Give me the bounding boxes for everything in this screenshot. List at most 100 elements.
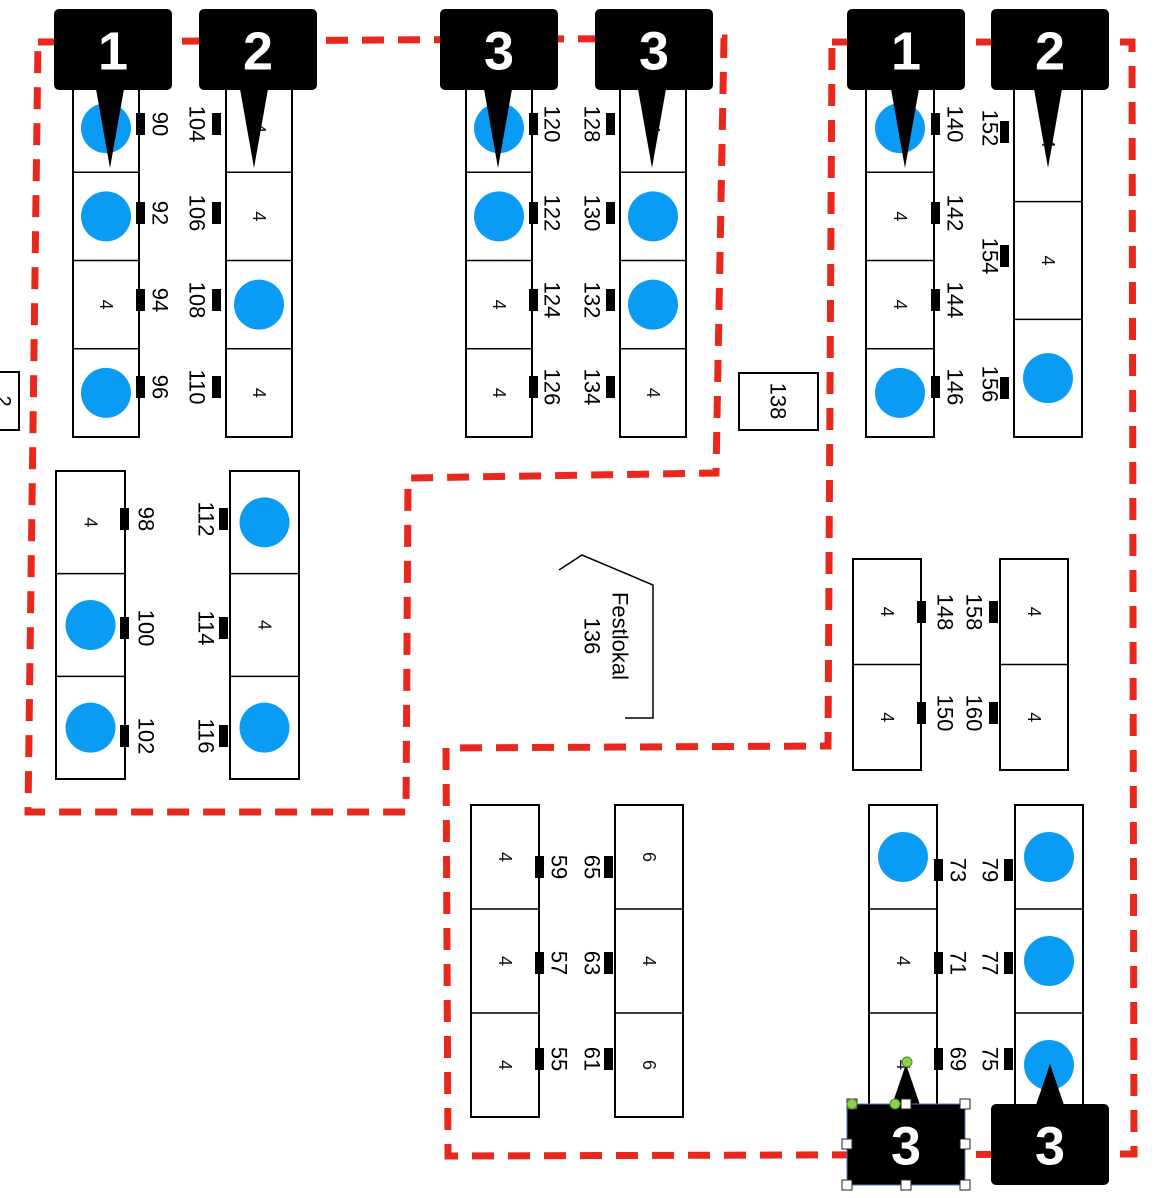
booth-number-label: 156 (978, 366, 1003, 403)
callout-badge: 3 (991, 1064, 1109, 1185)
booth-block: 4 (72, 83, 140, 438)
plan-extras: 1382Festlokal136 (0, 371, 819, 719)
booth-capacity-label: 4 (249, 388, 269, 398)
booth-number-label: 96 (148, 375, 173, 399)
booth-dot (81, 191, 131, 242)
callout-badge-pointer (1034, 89, 1062, 168)
booth-number-label: 152 (978, 110, 1003, 147)
booth-connector-tab (535, 856, 544, 878)
booth-number-label: 71 (946, 951, 971, 975)
callout-badge-number: 3 (891, 1117, 921, 1177)
standalone-booth-edge (0, 371, 20, 431)
booth-capacity-label: 4 (495, 956, 515, 966)
booth-connector-tab (989, 702, 998, 724)
callout-badge-box (199, 9, 317, 90)
booth-connector-tab (212, 289, 221, 311)
booth-dot (1024, 832, 1074, 882)
booth-number-label: 130 (580, 195, 605, 232)
booth-number-label: 132 (580, 282, 605, 319)
booth-capacity-label: 4 (639, 956, 659, 966)
booth-number-label: 144 (943, 282, 968, 319)
booth-capacity-label: 4 (495, 852, 515, 862)
booth-connector-tab (1000, 245, 1009, 267)
callout-badge: 3 (595, 9, 713, 168)
booth-number-label: 63 (580, 951, 605, 975)
booth-number-label: 65 (580, 855, 605, 879)
booth-capacity-label: 4 (255, 620, 275, 630)
booth-connector-tab (219, 725, 228, 747)
festlokal-outline (558, 554, 654, 719)
booth-connector-tab (606, 376, 615, 398)
booth-block-outline (614, 804, 684, 1118)
booth-connector-tab (120, 725, 129, 747)
booth-number-labels: 9092949610410610811098100102112114116120… (120, 106, 1013, 1071)
booth-connector-tab (931, 289, 940, 311)
booth-dot (239, 702, 290, 753)
festlokal-number: 136 (580, 618, 605, 655)
booth-block (1014, 804, 1084, 1118)
booth-connector-tab (529, 202, 538, 224)
callout-badge-number: 3 (484, 22, 514, 82)
booth-dot (474, 191, 524, 242)
booth-number-label: 126 (540, 369, 565, 406)
callout-badge-pointer (484, 89, 512, 168)
booth-connector-tab (934, 1048, 943, 1070)
booth-capacity-label: 4 (890, 300, 910, 310)
booth-capacity-label: 4 (81, 517, 101, 527)
zone-border-right (442, 38, 1138, 1160)
standalone-booth-138-label: 138 (766, 383, 791, 420)
booth-number-label: 100 (134, 610, 159, 647)
booth-connector-tab (212, 376, 221, 398)
callout-badge-box (595, 9, 713, 90)
callout-badge-pointer (892, 1064, 920, 1105)
callout-badge-pointer (96, 89, 124, 168)
booth-number-label: 122 (540, 195, 565, 232)
selection-handle (959, 1179, 971, 1191)
booth-capacity-label: 4 (489, 300, 509, 310)
booth-connector-tab (931, 376, 940, 398)
callout-badge-number: 2 (1035, 22, 1065, 82)
booth-number-label: 94 (148, 288, 173, 312)
callout-badge-number: 3 (1035, 1117, 1065, 1177)
booth-number-label: 59 (547, 855, 572, 879)
booth-connector-tab (120, 508, 129, 530)
booth-number-label: 98 (134, 507, 159, 531)
booth-connector-tab (1004, 859, 1013, 881)
booth-connector-tab (934, 859, 943, 881)
booth-capacity-label: 6 (639, 852, 659, 862)
booth-connector-tab (136, 289, 145, 311)
booth-connector-tab (931, 113, 940, 135)
selection-control-point (901, 1056, 913, 1068)
booth-block: 44 (865, 83, 935, 438)
callout-badge-number: 1 (98, 22, 128, 82)
booth-connector-tab (136, 113, 145, 135)
selection-handle (900, 1098, 912, 1110)
booth-number-label: 73 (946, 858, 971, 882)
booth-connector-tab (219, 617, 228, 639)
booth-capacity-label: 4 (1024, 607, 1044, 617)
festlokal-name: Festlokal (608, 592, 633, 680)
callout-badge-number: 3 (639, 22, 669, 82)
booth-number-label: 90 (148, 112, 173, 136)
booth-block: 44 (999, 558, 1069, 771)
booth-connector-tab (917, 702, 926, 724)
booth-dot (628, 191, 678, 242)
zone-border-left (24, 34, 728, 816)
booth-connector-tab (604, 856, 613, 878)
booth-block: 4 (229, 470, 300, 780)
booth-capacity-label: 6 (639, 1060, 659, 1070)
booth-connector-tab (1004, 1048, 1013, 1070)
booth-capacity-label: 4 (249, 211, 269, 221)
booth-capacity-label: 4 (96, 300, 116, 310)
selection-handle (959, 1138, 971, 1150)
callout-badge-number: 1 (891, 22, 921, 82)
selection-handle (841, 1138, 853, 1150)
callout-badge-pointer (638, 89, 666, 168)
callout-badge-box (991, 1104, 1109, 1185)
callout-badge-box (847, 1104, 965, 1185)
zone-borders (24, 34, 1138, 1160)
booth-number-label: 79 (978, 858, 1003, 882)
selection-handle (841, 1179, 853, 1191)
callout-badge: 2 (199, 9, 317, 168)
